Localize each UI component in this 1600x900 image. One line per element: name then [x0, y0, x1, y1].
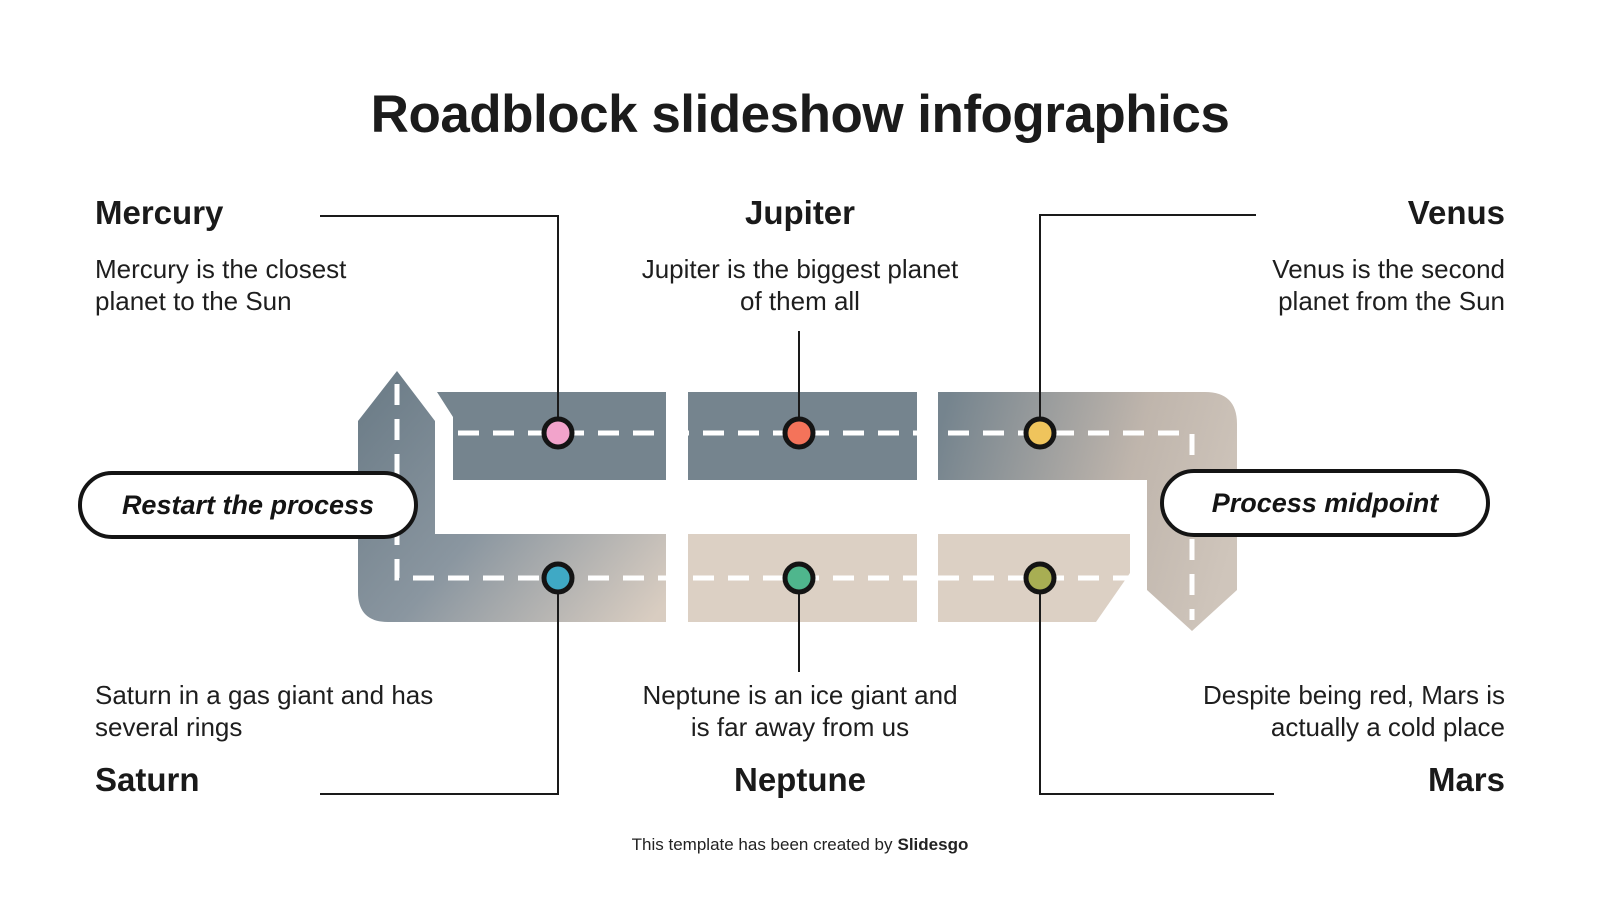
dashed-center-line-bottom: [394, 384, 1132, 581]
mars-section: Despite being red, Mars is actually a co…: [1175, 680, 1505, 798]
process-midpoint-button[interactable]: Process midpoint: [1160, 469, 1490, 537]
venus-dot: [1023, 416, 1057, 450]
connector-venus: [1039, 214, 1256, 433]
connector-mars: [1039, 578, 1274, 795]
mercury-description: Mercury is the closest planet to the Sun: [95, 253, 347, 316]
restart-process-button[interactable]: Restart the process: [78, 471, 418, 539]
dashed-center-line-top: [458, 430, 1195, 620]
connector-mercury: [320, 215, 559, 433]
mercury-section: Mercury Mercury is the closest planet to…: [95, 194, 405, 318]
road-left-arrow-segment: [358, 371, 666, 622]
jupiter-description: Jupiter is the biggest planet of them al…: [641, 253, 959, 316]
mars-title: Mars: [1427, 760, 1505, 798]
neptune-title: Neptune: [734, 760, 866, 798]
neptune-dot: [782, 561, 816, 595]
jupiter-dot: [782, 416, 816, 450]
mercury-dot: [541, 416, 575, 450]
mars-dot: [1023, 561, 1057, 595]
connector-saturn: [320, 578, 559, 795]
mars-description: Despite being red, Mars is actually a co…: [1202, 680, 1505, 742]
road-right-arrow-segment: [938, 392, 1237, 631]
attribution-brand: Slidesgo: [897, 835, 969, 854]
venus-title: Venus: [1407, 194, 1505, 231]
saturn-dot: [541, 561, 575, 595]
mercury-title: Mercury: [95, 194, 224, 231]
jupiter-section: Jupiter Jupiter is the biggest planet of…: [640, 194, 960, 318]
saturn-description: Saturn in a gas giant and has several ri…: [95, 680, 434, 742]
neptune-description: Neptune is an ice giant and is far away …: [642, 680, 958, 742]
saturn-title: Saturn: [95, 760, 200, 798]
saturn-section: Saturn in a gas giant and has several ri…: [95, 680, 440, 798]
page-title: Roadblock slideshow infographics: [370, 85, 1230, 144]
venus-description: Venus is the second planet from the Sun: [1272, 253, 1505, 316]
venus-section: Venus Venus is the second planet from th…: [1205, 194, 1505, 318]
neptune-section: Neptune is an ice giant and is far away …: [630, 680, 970, 798]
attribution-text: This template has been created by: [631, 835, 893, 854]
jupiter-title: Jupiter: [744, 194, 856, 231]
